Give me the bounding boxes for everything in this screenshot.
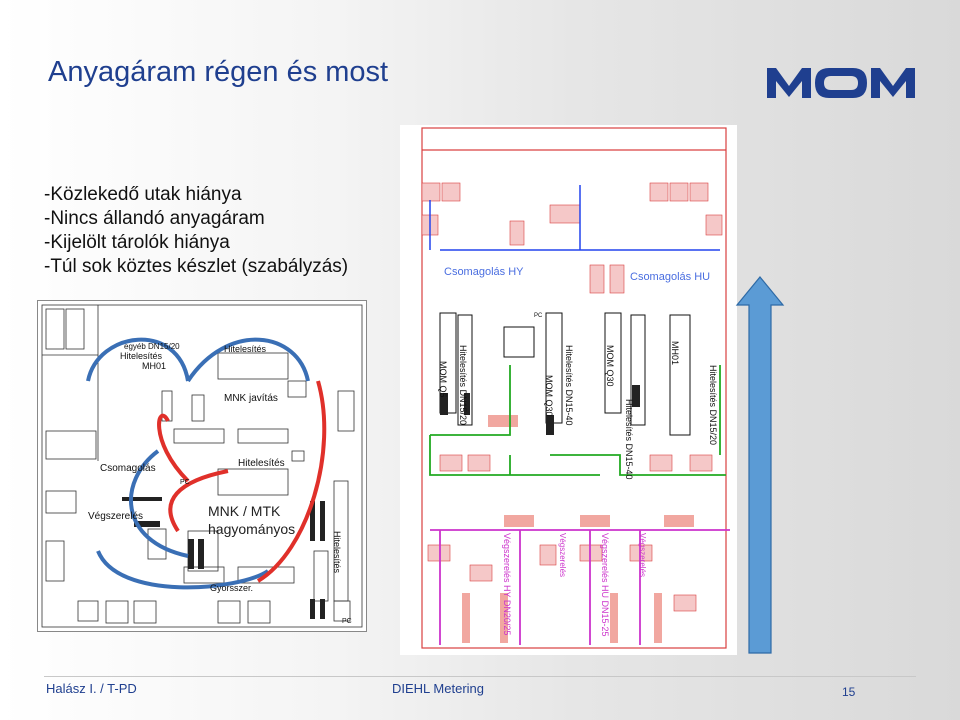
slide-title: Anyagáram régen és most — [48, 56, 389, 88]
bullet-item: -Nincs állandó anyagáram — [44, 208, 265, 229]
label-hitelesites-dn1520: Hitelesítés DN15/20 — [708, 365, 718, 445]
footer-company: DIEHL Metering — [392, 681, 484, 696]
mom-logo — [767, 66, 915, 105]
label-hitelesites-top: Hitelesítés — [224, 344, 267, 354]
label-mom-q30: MOM Q30 — [544, 375, 554, 417]
label-hagyomanyos: hagyományos — [208, 521, 295, 537]
old-floor-plan: egyéb DN15/20 Hitelesítés MH01 Hitelesít… — [37, 300, 367, 632]
label-dn1540: Hitelesítés DN15-40 — [564, 345, 574, 426]
footer-divider — [44, 676, 916, 677]
label-vegszereles-hu: Végszerelés HU DN15-25 — [600, 533, 610, 637]
right-plan-labels: Csomagolás HY Csomagolás HU MOM Q5 Hitel… — [438, 266, 718, 637]
page-number: 15 — [842, 685, 856, 699]
label-mh01: MH01 — [142, 361, 166, 371]
label-hitelesites-mh01: Hitelesítés — [120, 351, 163, 361]
footer-author: Halász I. / T-PD — [46, 681, 137, 696]
label-hitelesites-dn1520: Hitelesítés DN15/20 — [458, 345, 468, 425]
label-vegszereles: Végszerelés — [638, 533, 647, 577]
label-mnk-javitas: MNK javítás — [224, 393, 278, 404]
bullet-item: -Kijelölt tárolók hiánya — [44, 232, 230, 253]
left-plan-labels: egyéb DN15/20 Hitelesítés MH01 Hitelesít… — [88, 342, 352, 625]
label-pc: PC — [342, 618, 352, 625]
label-hitelesites-side: Hitelesítés — [332, 531, 342, 574]
mom-logo-icon — [767, 68, 915, 98]
label-pc: PC — [180, 479, 190, 486]
new-floor-plan: Csomagolás HY Csomagolás HU MOM Q5 Hitel… — [400, 125, 737, 655]
label-mom-q5: MOM Q5 — [438, 361, 448, 398]
label-csomagolas-hu: Csomagolás HU — [630, 271, 710, 283]
label-other: egyéb DN15/20 — [124, 342, 180, 351]
label-vegszereles: Végszerelés — [558, 533, 567, 577]
bullet-item: -Közlekedő utak hiánya — [44, 184, 242, 205]
flow-arrow — [186, 337, 310, 383]
label-vegszereles-hy: Végszerelés HY DN20/25 — [502, 533, 512, 635]
up-arrow-icon — [735, 276, 785, 654]
label-csomagolas-hy: Csomagolás HY — [444, 266, 524, 278]
label-pc: PC — [534, 313, 543, 319]
bullet-list: -Közlekedő utak hiánya -Nincs állandó an… — [44, 183, 348, 279]
label-gyorsszer: Gyorsszer. — [210, 583, 253, 593]
label-hitelesites-mid: Hitelesítés — [238, 458, 285, 469]
label-vegszereles: Végszerelés — [88, 511, 143, 522]
bullet-item: -Túl sok köztes készlet (szabályzás) — [44, 256, 349, 277]
label-dn1540: Hitelesítés DN15-40 — [624, 399, 634, 480]
label-csomagolas: Csomagolás — [100, 463, 156, 474]
label-mh01: MH01 — [670, 341, 680, 365]
label-mom-q30: MOM Q30 — [605, 345, 615, 387]
label-mnk-mtk: MNK / MTK — [208, 503, 281, 519]
